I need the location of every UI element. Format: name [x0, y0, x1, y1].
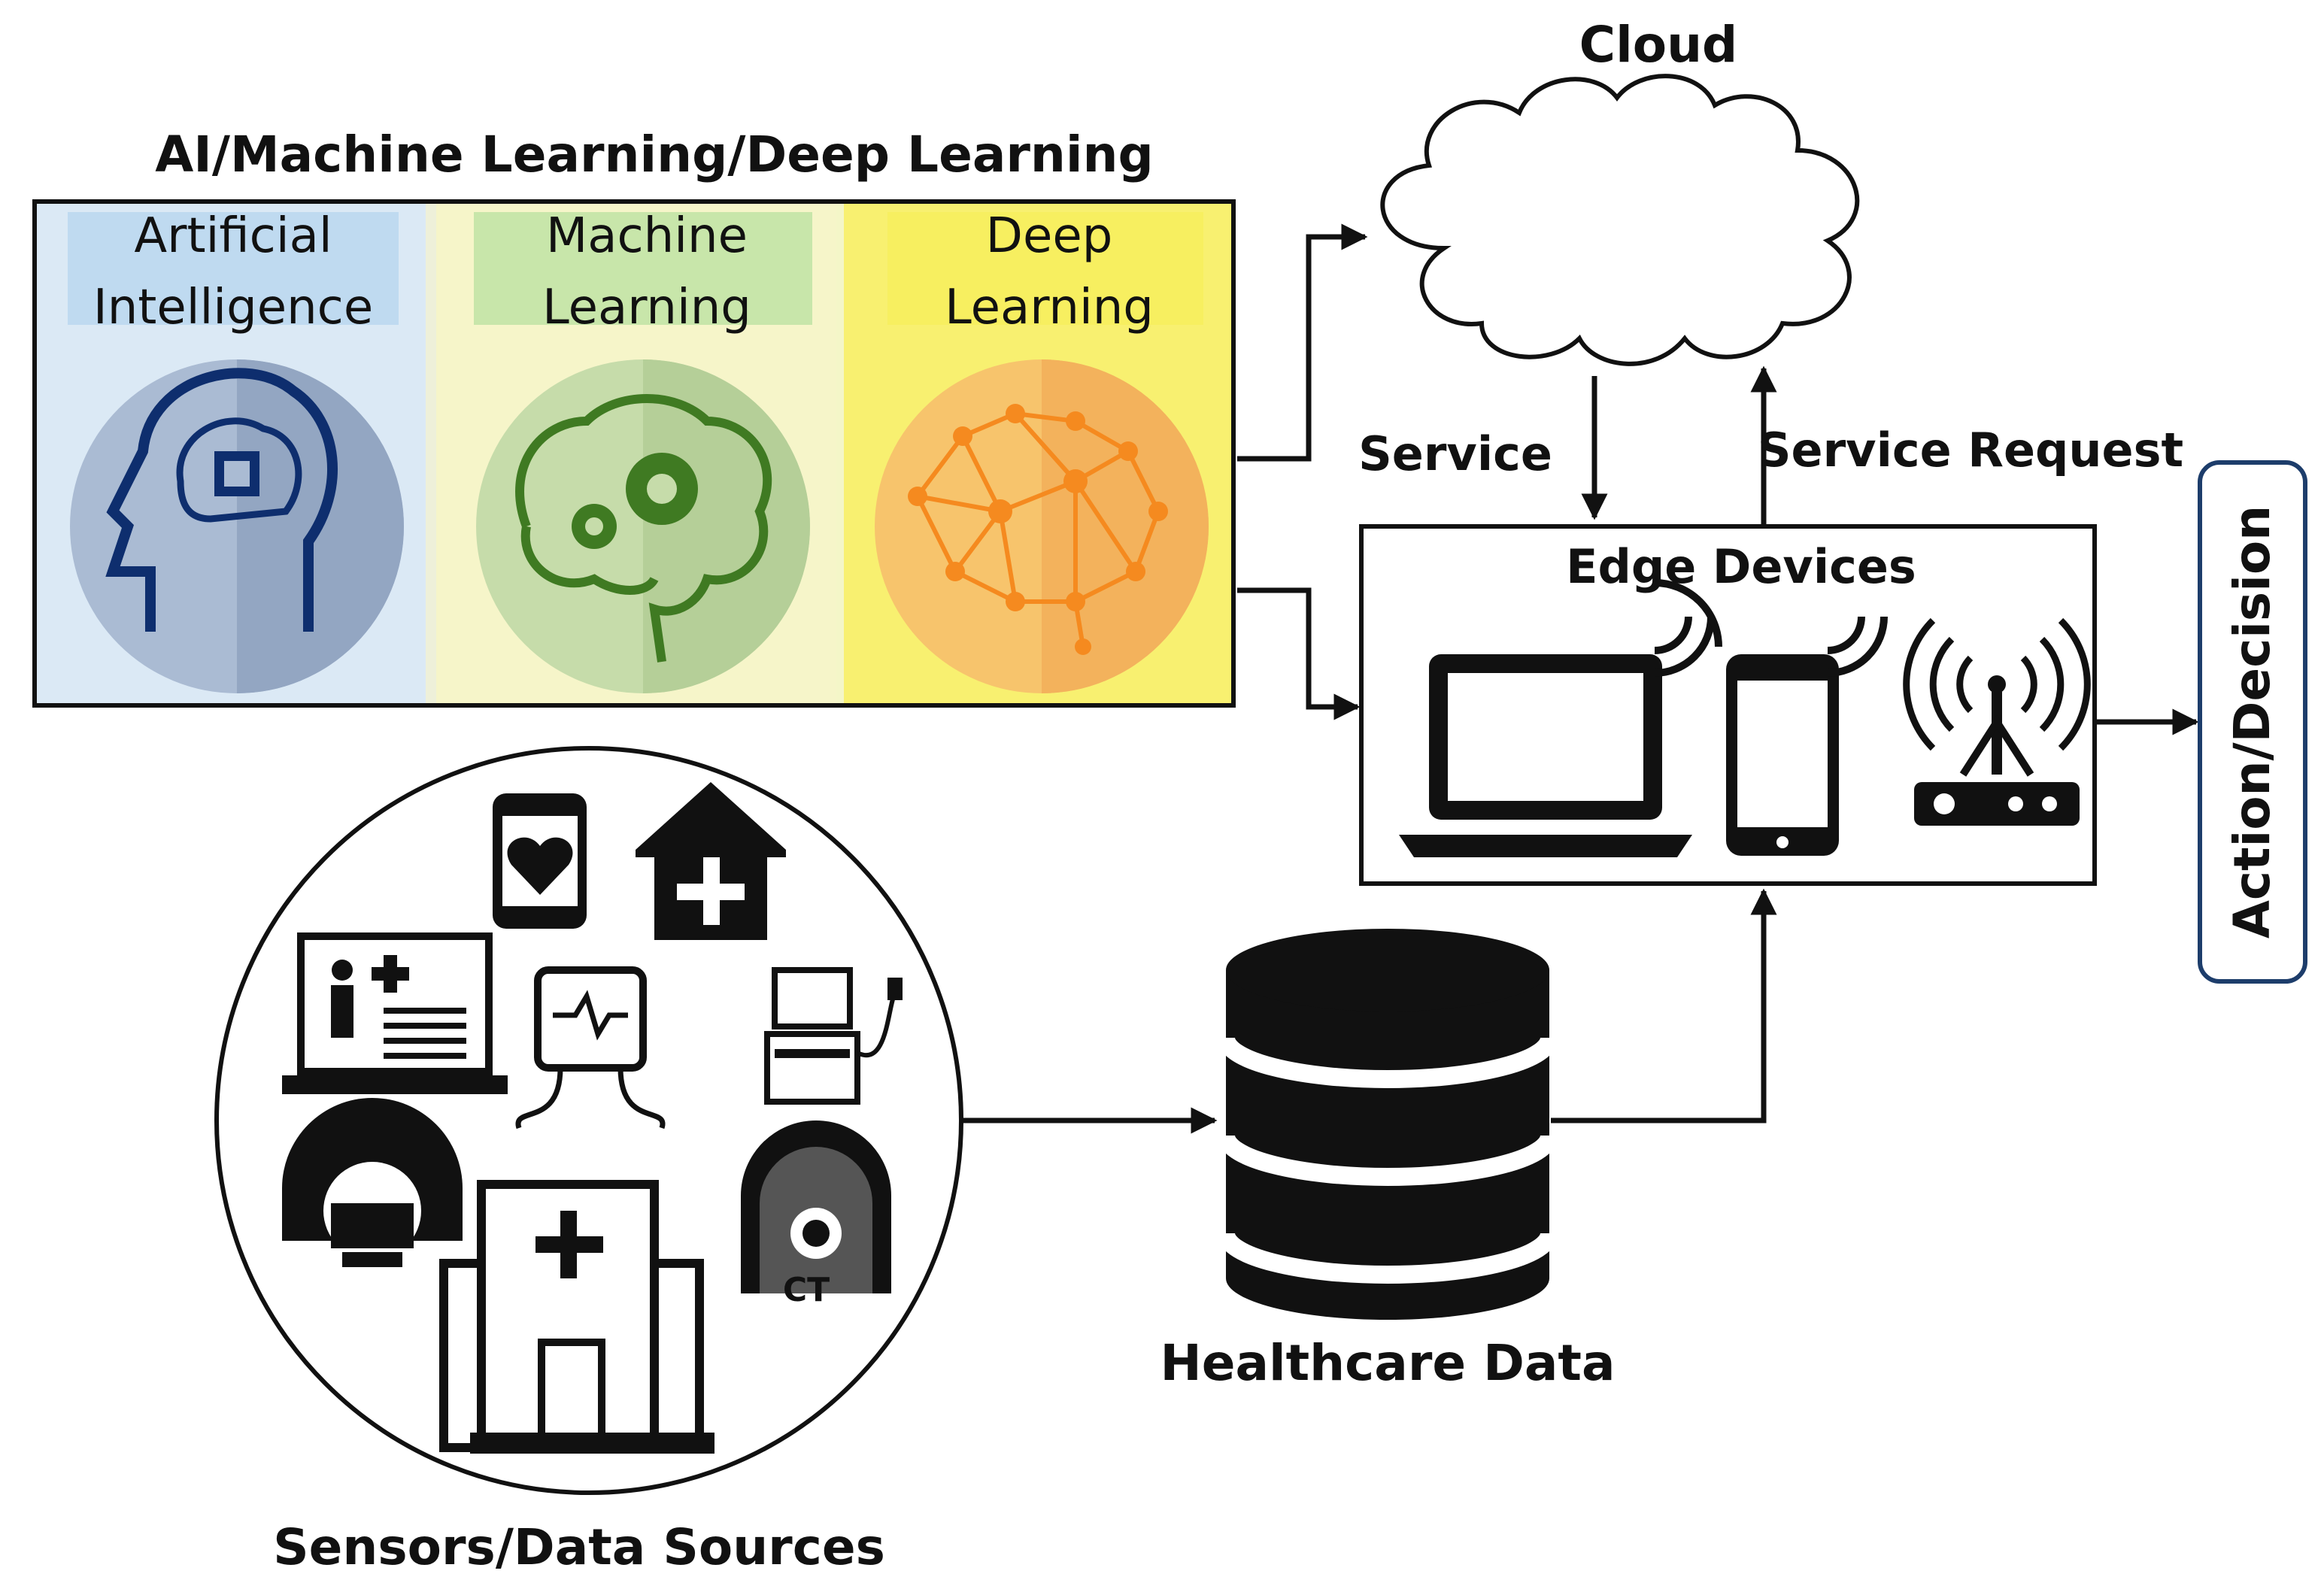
mri-scanner-icon — [282, 1098, 463, 1267]
ultrasound-machine-icon — [764, 967, 903, 1105]
ml-panel-label-line2: Learning — [542, 280, 751, 335]
smartwatch-heart-icon — [493, 793, 587, 929]
dl-panel-label-line1: Deep — [986, 208, 1113, 264]
action-decision-box — [2198, 460, 2307, 984]
database-to-edge-arrow — [1551, 888, 1777, 1123]
ai-panel-label-line2: Intelligence — [93, 280, 373, 335]
action-decision-label: Action/Decision — [2223, 505, 2281, 939]
ai-panel: Artificial Intelligence — [68, 208, 404, 693]
cloud-icon — [1380, 74, 1860, 366]
service-label: Service — [1358, 426, 1552, 481]
ai-panel-label-line1: Artificial — [134, 208, 332, 264]
wireless-router-icon — [1903, 617, 2091, 826]
laptop-icon — [1399, 654, 1692, 857]
healthcare-data-label: Healthcare Data — [1160, 1334, 1615, 1392]
ct-label: CT — [783, 1271, 830, 1309]
ai-section-title: AI/Machine Learning/Deep Learning — [155, 126, 1154, 183]
wifi-signal-icon — [1654, 579, 1722, 677]
home-health-icon — [636, 782, 786, 940]
hospital-building-icon — [439, 1180, 714, 1454]
sensors-label: Sensors/Data Sources — [273, 1518, 885, 1576]
neural-network-brain-icon — [875, 359, 1209, 693]
edge-devices-title: Edge Devices — [1566, 539, 1916, 594]
dl-panel: Deep Learning — [875, 208, 1209, 693]
ai-to-cloud-arrow — [1237, 223, 1368, 462]
brain-gears-icon — [476, 359, 810, 693]
ai-to-edge-arrow — [1237, 587, 1361, 720]
database-icon — [1217, 929, 1558, 1320]
dl-panel-label-line2: Learning — [945, 280, 1154, 335]
brain-chip-icon — [70, 359, 404, 693]
ct-scanner-icon: CT — [741, 1120, 891, 1309]
smartphone-icon — [1726, 654, 1839, 856]
ml-panel-label-line1: Machine — [546, 208, 748, 264]
patient-record-laptop-icon — [282, 932, 508, 1094]
wifi-signal-icon-2 — [1827, 616, 1888, 677]
ecg-monitor-icon — [515, 966, 666, 1130]
cloud-label: Cloud — [1579, 16, 1738, 74]
service-request-label: Service Request — [1758, 423, 2183, 478]
ml-panel: Machine Learning — [474, 208, 812, 693]
